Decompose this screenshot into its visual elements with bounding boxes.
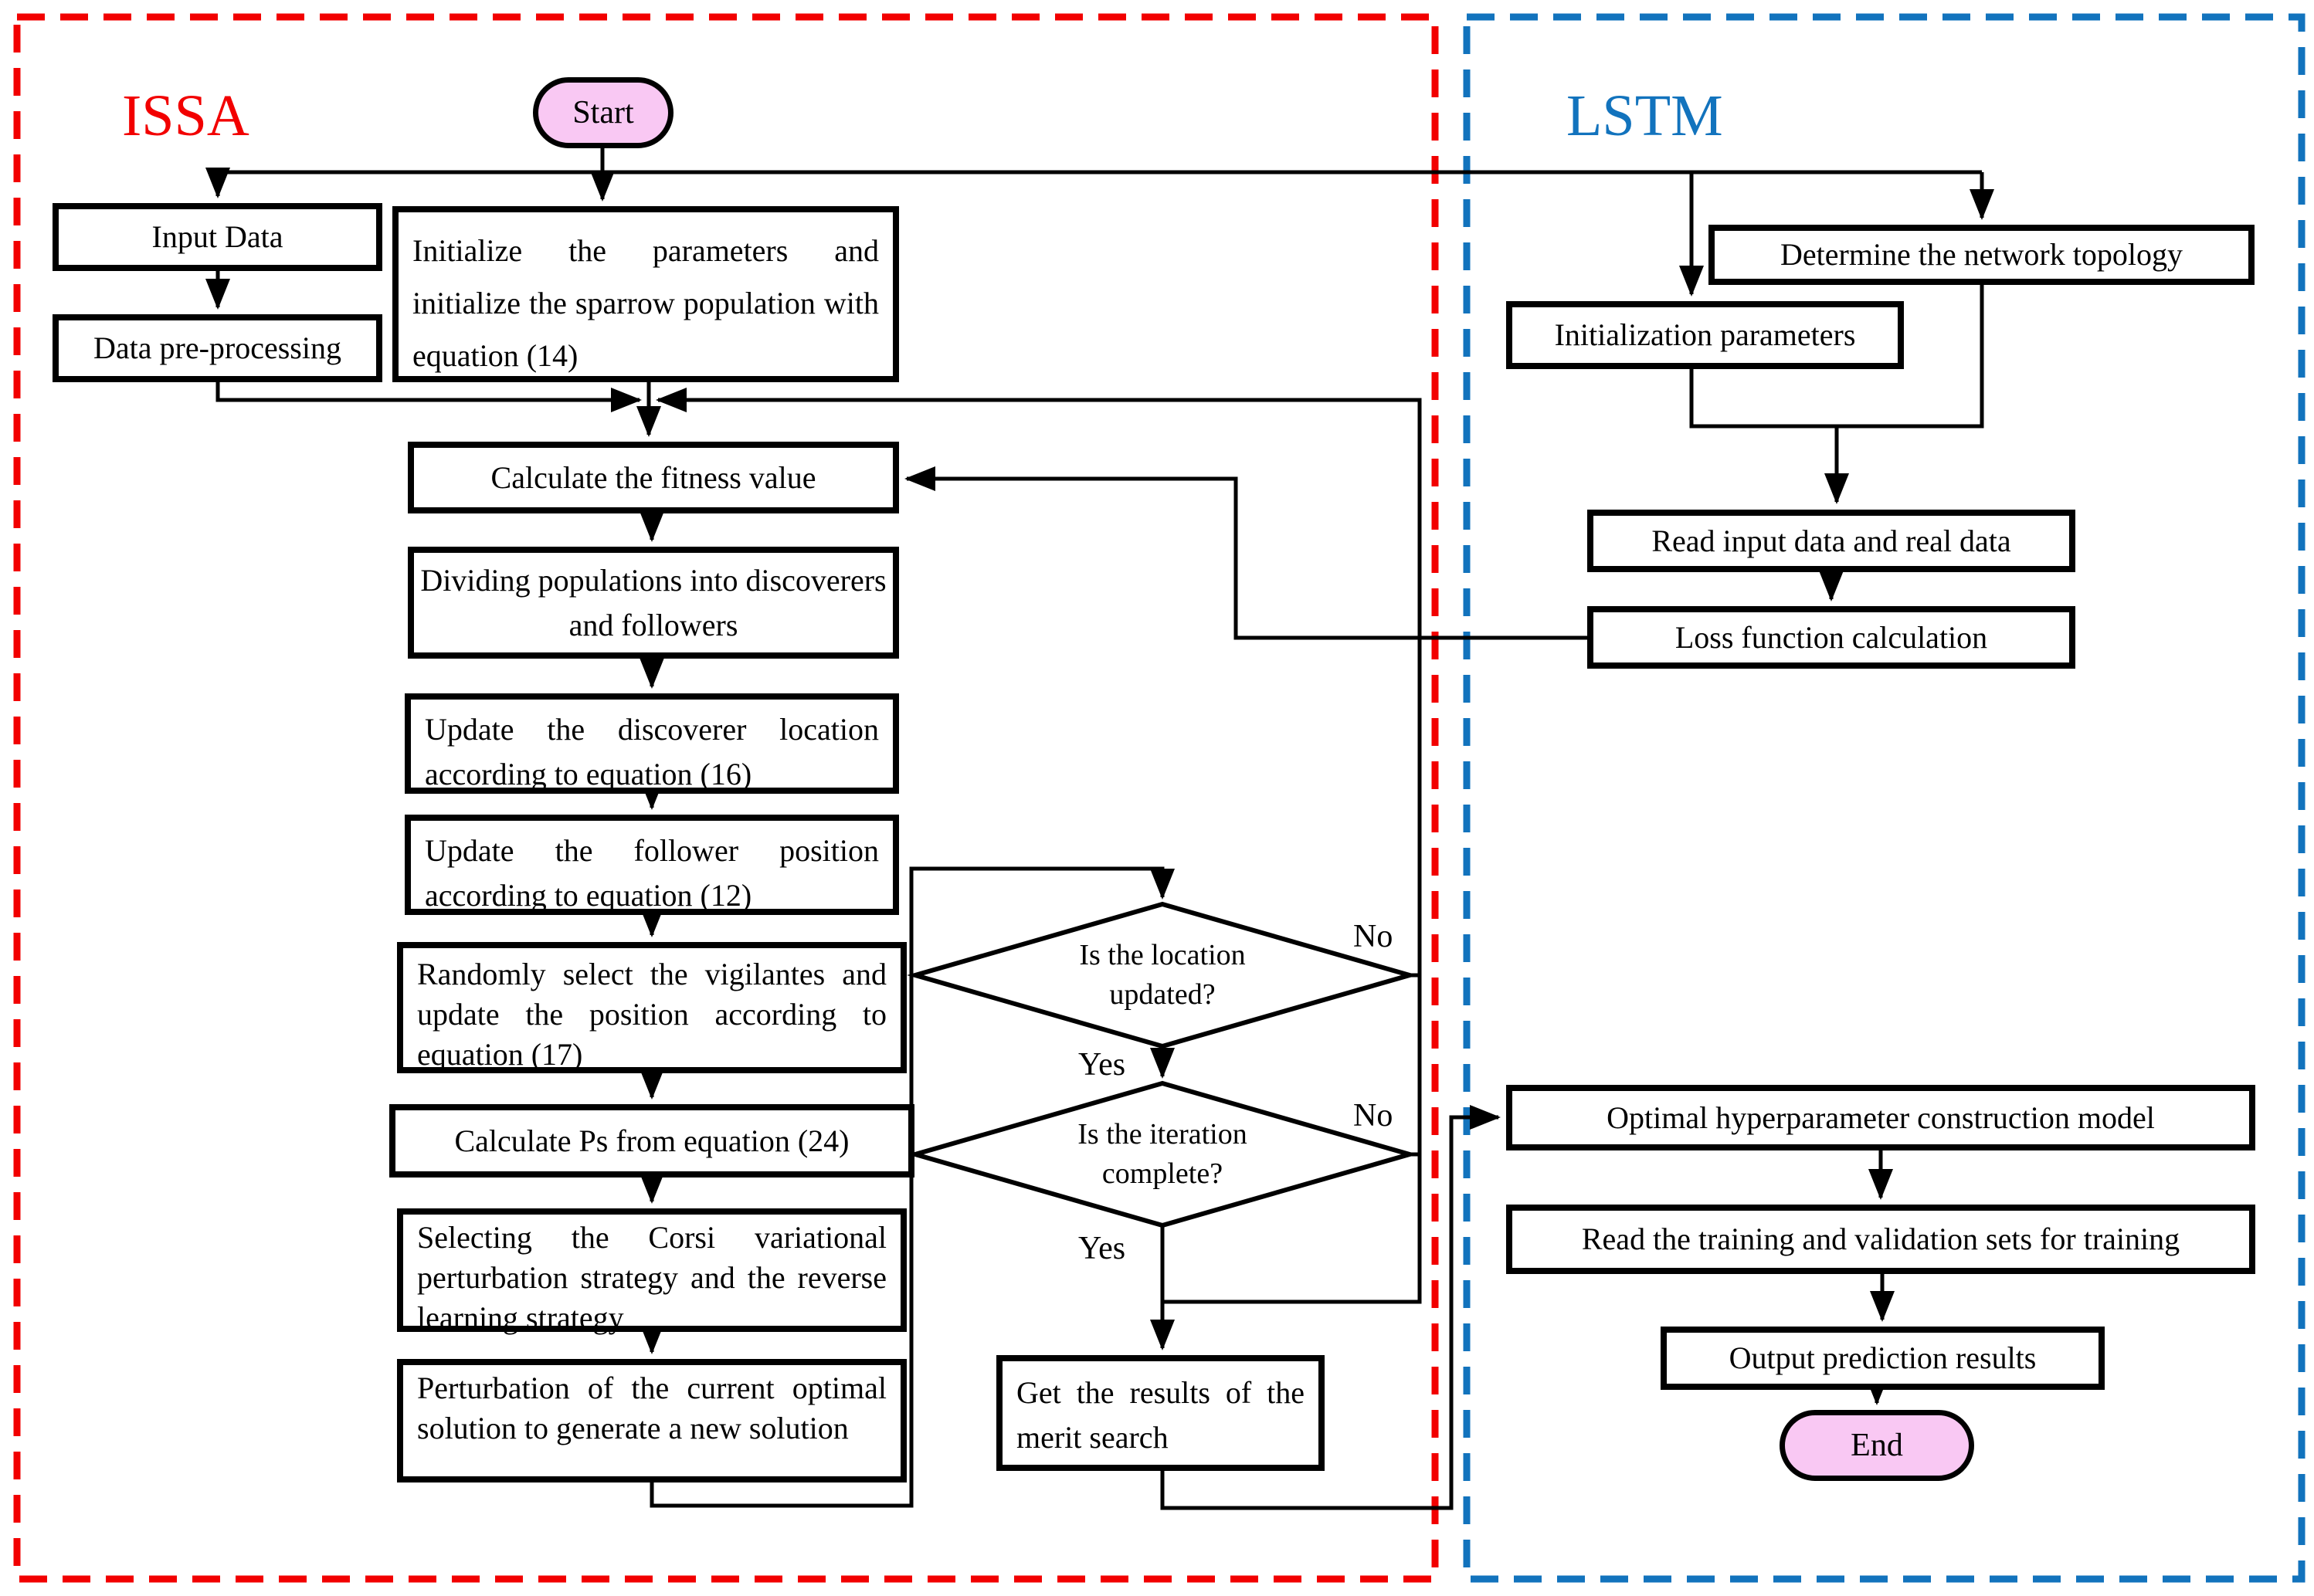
dividing-populations-box: Dividing populations into discoverers an… (408, 547, 899, 659)
arrow-results-to-optimal-model (1160, 1105, 1501, 1510)
update-follower-box: Update the follower position according t… (405, 815, 899, 915)
decision-location-no-label: No (1353, 919, 1393, 954)
initialize-population-box: Initialize the parameters and initialize… (392, 206, 899, 382)
randomly-select-vigilantes-box: Randomly select the vigilantes and updat… (397, 942, 907, 1073)
get-results-box: Get the results of the merit search (996, 1355, 1325, 1471)
perturbation-box: Perturbation of the current optimal solu… (397, 1359, 907, 1482)
decision-iteration-text: Is the iteration complete? (1077, 1117, 1247, 1190)
update-discoverer-box: Update the discoverer location according… (405, 693, 899, 794)
arrow-no-feedback-to-junction (656, 388, 1422, 1304)
decision-iteration-no-label: No (1353, 1098, 1393, 1133)
loss-function-box: Loss function calculation (1587, 606, 2075, 669)
calculate-fitness-box: Calculate the fitness value (408, 442, 899, 513)
connectors (205, 147, 1994, 1510)
start-terminal: Start (533, 77, 674, 148)
optimal-hyperparameter-box: Optimal hyperparameter construction mode… (1506, 1085, 2255, 1150)
arrow-preprocessing-to-junction (215, 382, 642, 412)
determine-topology-box: Determine the network topology (1708, 225, 2255, 285)
selecting-corsi-box: Selecting the Corsi variational perturba… (397, 1208, 907, 1335)
issa-panel-border (13, 13, 1439, 1583)
lstm-panel-border (1463, 13, 2306, 1583)
decision-location-diamond (907, 901, 1418, 1049)
data-preprocessing-box: Data pre-processing (53, 314, 382, 382)
read-input-data-box: Read input data and real data (1587, 510, 2075, 572)
output-prediction-box: Output prediction results (1661, 1327, 2105, 1390)
arrow-perturbation-loop-to-decision1 (650, 866, 1175, 1508)
decision-location-yes-label: Yes (1078, 1047, 1126, 1083)
init-parameters-box: Initialization parameters (1506, 301, 1904, 369)
decision-location-text: Is the location updated? (1079, 938, 1246, 1011)
calculate-ps-box: Calculate Ps from equation (24) (389, 1104, 914, 1178)
decision-iteration-diamond (907, 1080, 1418, 1228)
read-training-sets-box: Read the training and validation sets fo… (1506, 1205, 2255, 1274)
decision-iteration-yes-label: Yes (1078, 1231, 1126, 1266)
input-data-box: Input Data (53, 203, 382, 271)
issa-section-label: ISSA (122, 83, 249, 148)
end-terminal: End (1780, 1410, 1974, 1481)
arrow-loss-feedback-to-fitness (904, 466, 1587, 640)
lstm-section-label: LSTM (1566, 83, 1723, 148)
